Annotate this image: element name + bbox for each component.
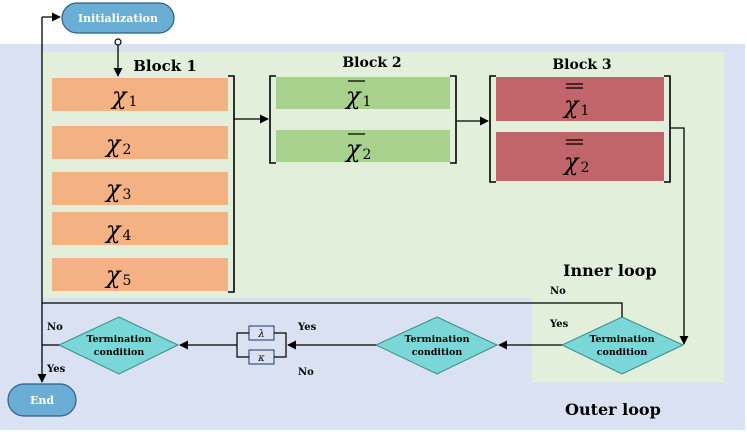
block1-item-bg [52,258,228,291]
initialization-label: Initialization [78,12,158,25]
chi-index: 2 [123,142,132,158]
chi-symbol: χ [344,135,362,163]
chi-symbol: χ [104,175,122,203]
chi-symbol: χ [104,216,122,244]
lambda-symbol: λ [257,329,264,340]
end-label: End [30,394,54,407]
termination-middle-line2: condition [412,347,463,358]
mid-no-label: No [298,367,314,378]
termination-outer-line1: Termination [87,334,152,345]
param-bracket-right [274,332,287,358]
chi-symbol: χ [562,91,580,119]
chi-index: 3 [123,187,132,203]
outer-yes-label: Yes [46,364,66,375]
initialization-node [61,2,175,34]
chi-index: 1 [363,94,372,110]
block2-item-bg [276,130,450,162]
block3-to-decision-arrow [670,127,689,345]
termination-outer-line2: condition [94,347,145,358]
outer-loop-label: Outer loop [565,400,661,419]
block1-item-bg [52,126,228,159]
inner-no-loop-line [42,302,623,317]
chi-symbol: χ [104,261,122,289]
chi-index: 1 [129,94,138,110]
block2-left-bracket [269,75,276,164]
chi-index: 2 [581,160,590,176]
chi-index: 5 [123,273,132,289]
termination-middle-line1: Termination [405,334,470,345]
inner-yes-label: Yes [549,319,569,330]
kappa-symbol: κ [257,353,265,364]
chi-symbol: χ [562,148,580,176]
block1-title: Block 1 [133,57,197,75]
block3-right-bracket [664,75,671,183]
termination-inner-line2: condition [597,347,648,358]
chi-symbol: χ [110,82,128,110]
block3-title: Block 3 [552,57,611,73]
termination-decision-outer [57,316,180,375]
block2-title: Block 2 [342,55,401,71]
block1-item-bg [52,78,228,111]
outer-no-label: No [47,322,63,333]
block2-item-bg [276,77,450,109]
block1-item-bg [52,172,228,205]
termination-inner-line1: Termination [590,334,655,345]
block3-left-bracket [489,75,496,183]
mid-yes-label: Yes [297,322,317,333]
inner-loop-label: Inner loop [563,261,657,280]
chi-symbol: χ [344,82,362,110]
chi-index: 1 [581,103,590,119]
chi-symbol: χ [104,130,122,158]
block1-bracket [228,75,235,293]
termination-decision-middle [374,316,499,375]
block2-right-bracket [450,75,457,164]
chi-index: 4 [123,228,132,244]
inner-no-label: No [550,286,566,297]
init-connector-dot [114,38,122,46]
termination-decision-inner [560,316,685,375]
end-node [7,383,77,417]
block1-item-bg [52,212,228,245]
chi-index: 2 [363,147,372,163]
